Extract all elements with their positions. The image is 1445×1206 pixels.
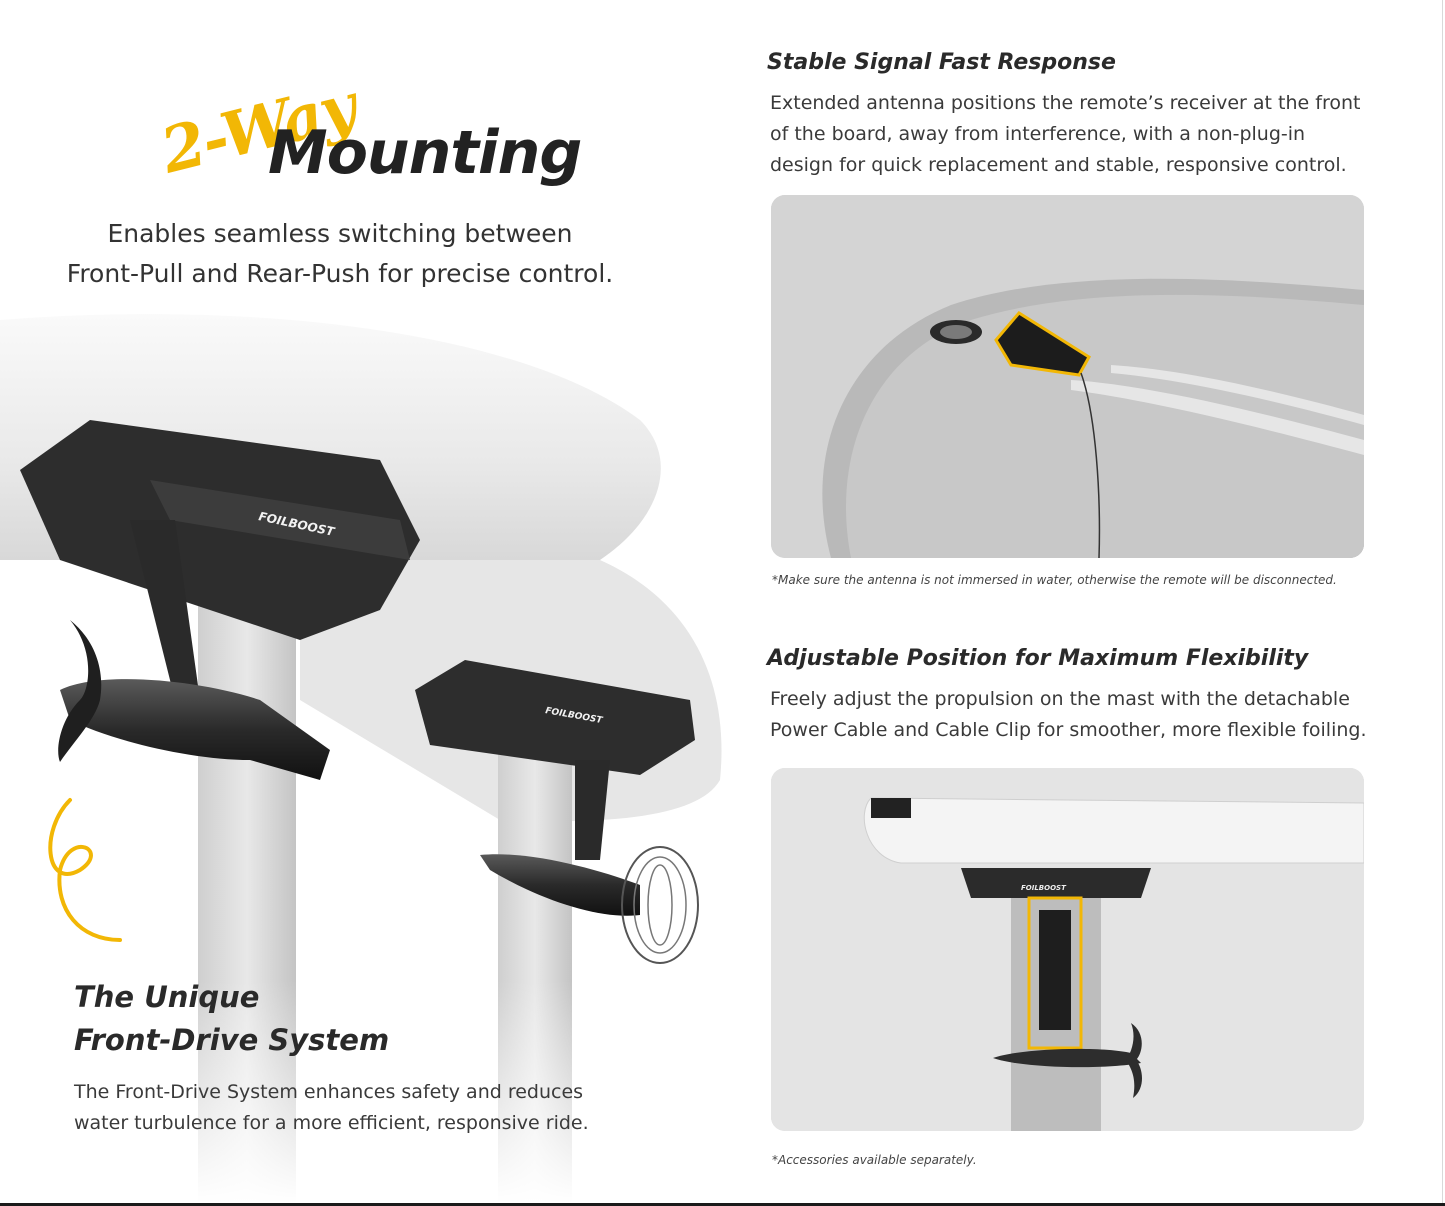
signal-body-line: design for quick replacement and stable,… xyxy=(770,154,1347,176)
mast-illustration: FOILBOOST xyxy=(771,768,1364,1131)
front-drive-body-line: water turbulence for a more efficient, r… xyxy=(74,1112,589,1134)
signal-body: Extended antenna positions the remote’s … xyxy=(770,88,1360,181)
edge-rule xyxy=(1442,0,1443,1206)
position-title: Adjustable Position for Maximum Flexibil… xyxy=(767,646,1309,671)
yellow-swirl-decoration xyxy=(48,798,122,942)
hero-subtitle-line: Enables seamless switching between xyxy=(107,219,573,248)
front-drive-title: The Unique Front-Drive System xyxy=(74,976,389,1062)
position-note: *Accessories available separately. xyxy=(772,1153,977,1167)
mast-image-panel: FOILBOOST xyxy=(771,768,1364,1131)
hero-product-illustration: FOILBOOST FOILBOOST xyxy=(0,314,725,1203)
front-battery-box xyxy=(20,420,420,640)
antenna-illustration xyxy=(771,195,1364,558)
position-body-line: Power Cable and Cable Clip for smoother,… xyxy=(770,719,1367,741)
signal-title: Stable Signal Fast Response xyxy=(767,50,1116,75)
power-cable xyxy=(1039,910,1071,1030)
page-title: Mounting xyxy=(268,118,582,188)
front-drive-title-line: Front-Drive System xyxy=(74,1023,390,1057)
hero-subtitle-line: Front-Pull and Rear-Push for precise con… xyxy=(66,259,614,288)
antenna-image-panel xyxy=(771,195,1364,558)
signal-note: *Make sure the antenna is not immersed i… xyxy=(772,573,1337,587)
cable-clip-highlight xyxy=(1027,896,1083,1050)
signal-body-line: Extended antenna positions the remote’s … xyxy=(770,92,1361,114)
antenna-cable xyxy=(1080,372,1101,558)
antenna-receiver xyxy=(994,311,1092,377)
mast-brand-label: FOILBOOST xyxy=(1021,884,1067,892)
rear-battery-box xyxy=(415,660,695,775)
rear-prop-cage xyxy=(621,846,699,964)
bottom-rule xyxy=(0,1203,1445,1206)
propeller xyxy=(1126,1023,1142,1098)
front-drive-body-line: The Front-Drive System enhances safety a… xyxy=(74,1081,584,1103)
front-motor-pod xyxy=(60,679,330,780)
rear-motor-pod xyxy=(480,854,640,916)
position-body: Freely adjust the propulsion on the mast… xyxy=(770,684,1367,746)
motor-pod xyxy=(993,1048,1141,1068)
front-drive-body: The Front-Drive System enhances safety a… xyxy=(74,1077,589,1139)
front-drive-title-line: The Unique xyxy=(74,980,260,1014)
front-propeller xyxy=(58,620,102,762)
battery-box xyxy=(961,868,1151,898)
signal-body-line: of the board, away from interference, wi… xyxy=(770,123,1306,145)
hero-subtitle: Enables seamless switching between Front… xyxy=(0,214,680,294)
position-body-line: Freely adjust the propulsion on the mast… xyxy=(770,688,1350,710)
